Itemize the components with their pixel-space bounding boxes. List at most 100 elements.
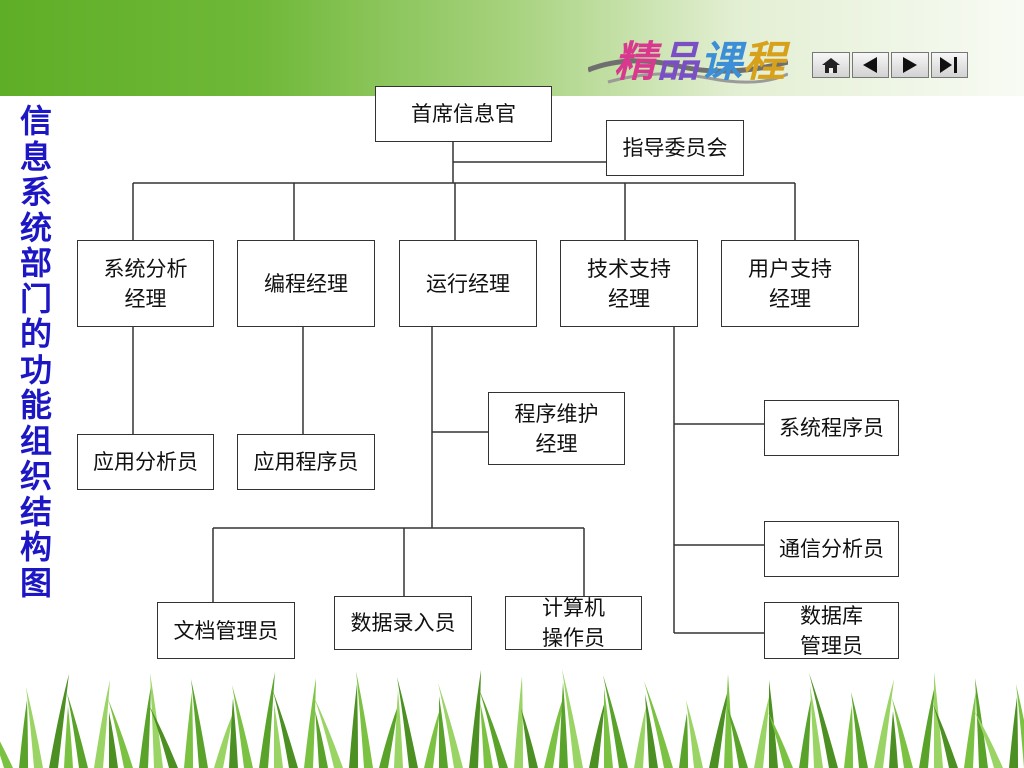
node-maintenance-manager: 程序维护 经理 (488, 392, 625, 465)
grass-blade (349, 684, 358, 768)
grass-blade (754, 693, 770, 768)
brand-logo: 精品课程 (614, 28, 786, 89)
brand-swoosh-decoration (588, 58, 788, 84)
node-programming-manager: 编程经理 (237, 240, 375, 327)
vertical-title: 信息系统部门的功能组织结构图 (14, 102, 58, 601)
grass-blade (49, 674, 69, 768)
grass-decoration (0, 669, 1024, 768)
grass-blade (844, 705, 853, 768)
node-computer-operator: 计算机 操作员 (505, 596, 642, 650)
node-dba: 数据库 管理员 (764, 602, 899, 659)
grass-blade (184, 692, 193, 768)
vertical-title-char: 系 (19, 173, 52, 211)
grass-blade (679, 713, 688, 768)
grass-blade (974, 710, 1003, 768)
home-icon (821, 58, 840, 73)
brand-char: 课 (700, 37, 744, 86)
grass-blade (438, 683, 463, 768)
brand-char: 品 (657, 37, 701, 86)
grass-blade (439, 696, 448, 768)
grass-blade (874, 679, 894, 768)
vertical-title-char: 部 (19, 244, 52, 282)
grass-blade (273, 691, 298, 768)
node-system-programmer: 系统程序员 (764, 400, 899, 456)
grass-blade (108, 699, 133, 768)
grass-blade (799, 699, 811, 768)
grass-blade (191, 679, 208, 768)
node-tech-support-manager: 技术支持 经理 (560, 240, 698, 327)
grass-blade (809, 673, 838, 768)
grass-blade (964, 691, 976, 768)
vertical-title-char: 构 (19, 528, 52, 566)
grass-blade (479, 689, 508, 768)
grass-blade (424, 709, 440, 768)
grass-blade (544, 695, 564, 768)
vertical-title-char: 能 (19, 386, 52, 424)
node-operations-manager: 运行经理 (399, 240, 537, 327)
node-application-analyst: 应用分析员 (77, 434, 214, 490)
grass-blade (933, 704, 958, 768)
header-banner (0, 0, 1024, 96)
grass-blade (975, 678, 988, 768)
node-application-programmer: 应用程序员 (237, 434, 375, 490)
grass-blade (67, 693, 88, 768)
grass-blade (356, 671, 373, 768)
grass-blade (26, 687, 43, 768)
grass-blade (232, 685, 253, 768)
grass-blade (889, 711, 898, 768)
vertical-title-char: 息 (19, 137, 52, 176)
grass-blade (892, 698, 913, 768)
grass-blade (229, 698, 238, 768)
prev-button[interactable] (851, 52, 889, 78)
brand-char: 程 (743, 37, 787, 86)
slide-navigation (812, 52, 970, 80)
grass-blade (919, 685, 935, 768)
node-user-support-manager: 用户支持 经理 (721, 240, 859, 327)
vertical-title-char: 信 (19, 102, 52, 140)
grass-blade (634, 707, 646, 768)
grass-blade (469, 670, 481, 768)
grass-blade (274, 704, 283, 768)
grass-blade (0, 741, 13, 768)
grass-blade (604, 688, 613, 768)
vertical-title-char: 门 (19, 279, 52, 318)
node-comm-analyst: 通信分析员 (764, 521, 899, 577)
next-button[interactable] (891, 52, 929, 78)
grass-blade (19, 700, 28, 768)
grass-blade (521, 708, 538, 768)
grass-blade (1009, 697, 1018, 768)
grass-blade (562, 669, 583, 768)
grass-blade (514, 676, 523, 768)
node-document-admin: 文档管理员 (157, 602, 295, 659)
grass-blade (480, 702, 493, 768)
node-cio: 首席信息官 (375, 86, 552, 142)
grass-blade (397, 677, 418, 768)
vertical-title-char: 织 (19, 457, 52, 495)
grass-blade (214, 711, 234, 768)
vertical-title-char: 统 (19, 208, 52, 247)
grass-blade (109, 712, 118, 768)
last-button[interactable] (930, 52, 968, 78)
vertical-title-char: 功 (19, 350, 52, 389)
vertical-title-char: 结 (19, 492, 52, 531)
grass-blade (259, 672, 275, 768)
grass-blade (686, 700, 703, 768)
next-icon (902, 57, 917, 73)
node-steering-committee: 指导委员会 (606, 120, 744, 176)
grass-blade (709, 687, 729, 768)
grass-blade (810, 686, 823, 768)
grass-blade (315, 710, 328, 768)
grass-blade (149, 705, 178, 768)
grass-blade (603, 675, 628, 768)
vertical-title-char: 的 (19, 315, 52, 353)
last-icon (940, 57, 958, 73)
grass-blade (644, 681, 673, 768)
grass-blade (645, 694, 658, 768)
grass-blade (314, 697, 343, 768)
grass-blade (304, 678, 316, 768)
node-sys-analysis-manager: 系统分析 经理 (77, 240, 214, 327)
grass-blade (589, 701, 605, 768)
grass-blade (851, 692, 868, 768)
home-button[interactable] (812, 52, 850, 78)
